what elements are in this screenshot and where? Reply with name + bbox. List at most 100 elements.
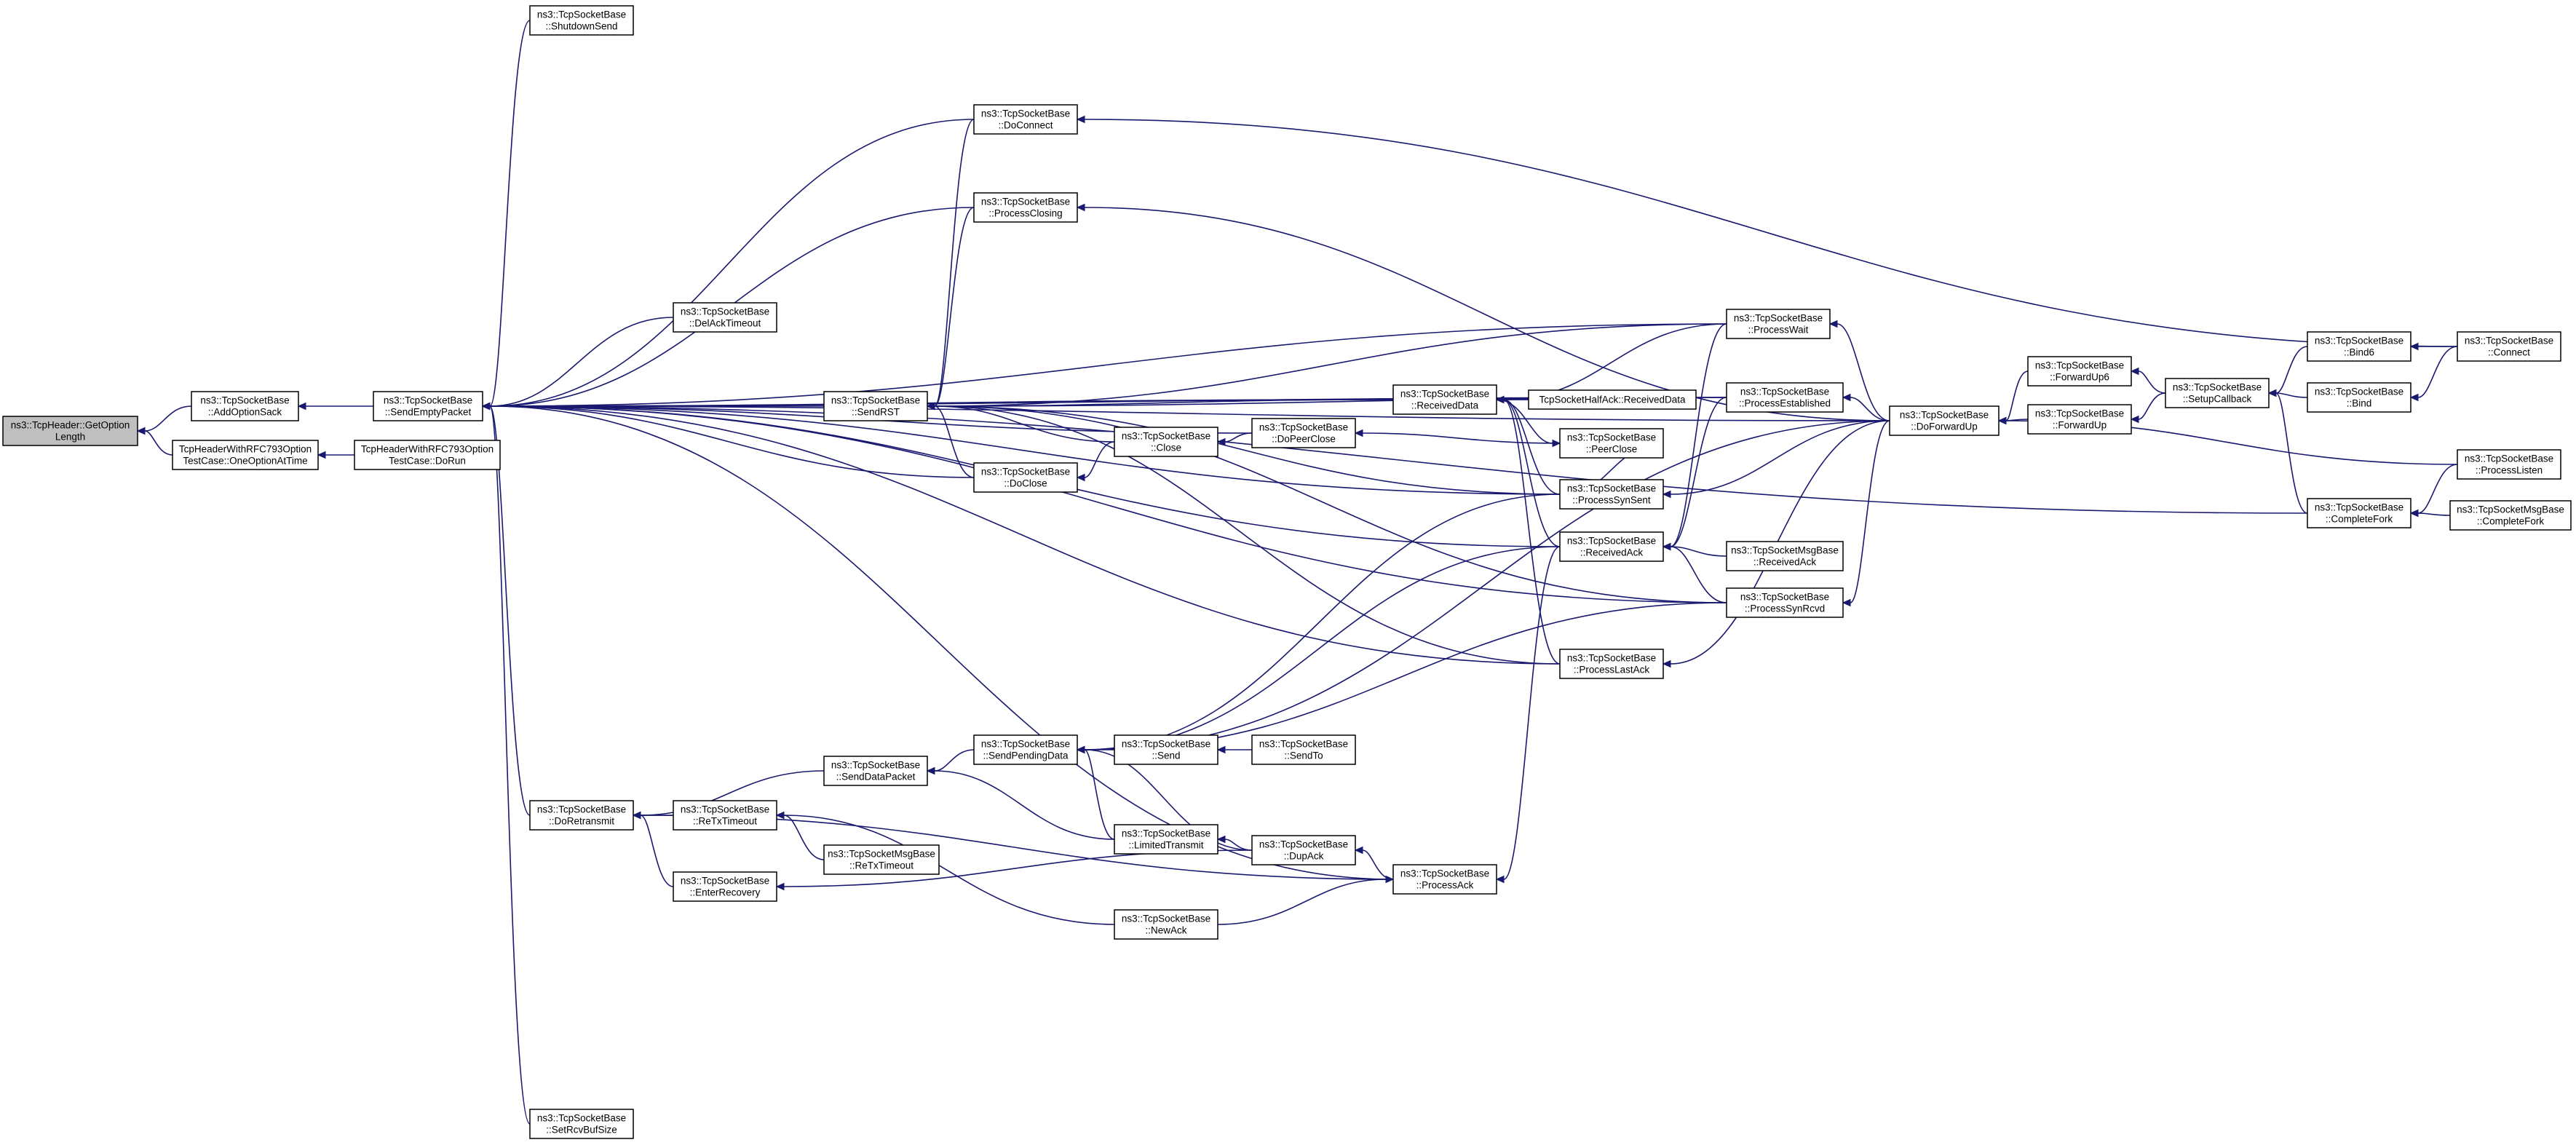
node-processwait[interactable]: ns3::TcpSocketBase::ProcessWait	[1726, 309, 1831, 339]
arrowhead-icon	[1997, 416, 2007, 425]
node-sendemptypacket[interactable]: ns3::TcpSocketBase::SendEmptyPacket	[373, 391, 483, 421]
node-newack[interactable]: ns3::TcpSocketBase::NewAck	[1114, 909, 1218, 940]
edge-line	[1670, 420, 1890, 495]
node-peerclose[interactable]: ns3::TcpSocketBase::PeerClose	[1559, 428, 1664, 459]
node-dataacktimeout[interactable]: ns3::TcpSocketBase::DelAckTimeout	[673, 302, 777, 333]
arrowhead-icon	[1495, 875, 1505, 884]
node-setrcvbufsize[interactable]: ns3::TcpSocketBase::SetRcvBufSize	[529, 1109, 634, 1139]
arrowhead-icon	[2130, 415, 2139, 424]
node-label-line: ::SendPendingData	[983, 750, 1069, 761]
node-bind[interactable]: ns3::TcpSocketBase::Bind	[2307, 382, 2411, 413]
node-doretransmit[interactable]: ns3::TcpSocketBase::DoRetransmit	[529, 800, 634, 831]
edge-limitedtransmit-to-sendpendingdata	[1076, 745, 1115, 840]
node-completefork[interactable]: ns3::TcpSocketBase::CompleteFork	[2307, 498, 2411, 528]
edge-line	[2417, 512, 2451, 516]
node-label-line: ::PeerClose	[1586, 443, 1638, 454]
edge-line	[2417, 346, 2458, 398]
node-label-line: ns3::TcpSocketBase	[2465, 453, 2553, 464]
node-box	[1528, 389, 1697, 410]
node-doforwardup[interactable]: ns3::TcpSocketBase::DoForwardUp	[1889, 405, 2000, 436]
node-box	[354, 440, 501, 470]
edge-limitedtransmit-to-senddatapacket	[926, 766, 1115, 840]
edge-line	[2275, 346, 2308, 394]
node-box	[1726, 587, 1844, 618]
node-label-line: ::CompleteFork	[2477, 515, 2545, 526]
node-label-line: ns3::TcpSocketBase	[384, 395, 472, 405]
node-sendrst[interactable]: ns3::TcpSocketBase::SendRST	[823, 391, 928, 421]
node-label-line: ::ReceivedAck	[1753, 556, 1817, 567]
node-processsynsent[interactable]: ns3::TcpSocketBase::ProcessSynSent	[1559, 479, 1664, 510]
edge-line	[2417, 464, 2458, 514]
arrowhead-icon	[775, 882, 785, 891]
node-processack[interactable]: ns3::TcpSocketBase::ProcessAck	[1392, 864, 1497, 895]
node-label-line: ns3::TcpSocketBase	[2465, 335, 2553, 346]
edge-setupcallback-to-forwardup6	[2130, 367, 2166, 394]
node-enterrecovery[interactable]: ns3::TcpSocketBase::EnterRecovery	[673, 871, 777, 902]
node-setupcallback[interactable]: ns3::TcpSocketBase::SetupCallback	[2165, 378, 2270, 408]
node-msg-receivedack[interactable]: ns3::TcpSocketMsgBase::ReceivedAck	[1726, 541, 1844, 571]
node-label-line: ns3::TcpSocketBase	[981, 738, 1070, 749]
node-forwardup6[interactable]: ns3::TcpSocketBase::ForwardUp6	[2027, 356, 2132, 387]
node-label-line: ::LimitedTransmit	[1128, 839, 1203, 850]
arrowhead-icon	[1828, 320, 1838, 328]
edge-doforwardup-to-sendpendingdata	[1076, 420, 1890, 754]
node-processestablished[interactable]: ns3::TcpSocketBase::ProcessEstablished	[1726, 382, 1844, 413]
node-shutdownsend[interactable]: ns3::TcpSocketBase::ShutdownSend	[529, 5, 634, 36]
edge-receivedack-to-sendpendingdata	[1076, 546, 1561, 754]
node-label-line: ::ForwardUp	[2053, 419, 2107, 430]
edge-line	[489, 317, 674, 407]
node-forwardup[interactable]: ns3::TcpSocketBase::ForwardUp	[2027, 404, 2132, 435]
edge-line	[2275, 392, 2308, 514]
node-box	[2307, 498, 2411, 528]
edge-line	[1084, 546, 1561, 750]
node-label-line: ::SetupCallback	[2183, 393, 2252, 404]
node-processclosing[interactable]: ns3::TcpSocketBase::ProcessClosing	[973, 192, 1078, 223]
edge-line	[783, 815, 825, 860]
node-sendpendingdata[interactable]: ns3::TcpSocketBase::SendPendingData	[973, 734, 1078, 765]
node-label-line: TestCase::DoRun	[389, 455, 466, 466]
node-label-line: ::ReceivedAck	[1580, 547, 1644, 558]
node-label-line: ::DoClose	[1004, 478, 1047, 488]
node-limitedtransmit[interactable]: ns3::TcpSocketBase::LimitedTransmit	[1114, 824, 1218, 855]
node-receivedack[interactable]: ns3::TcpSocketBase::ReceivedAck	[1559, 531, 1664, 562]
arrowhead-icon	[1354, 846, 1363, 855]
node-connect[interactable]: ns3::TcpSocketBase::Connect	[2457, 331, 2561, 362]
edge-processsynrcvd-to-sendemptypacket	[481, 402, 1727, 603]
edge-line	[1084, 441, 1115, 478]
node-doclose[interactable]: ns3::TcpSocketBase::DoClose	[973, 462, 1078, 493]
edge-line	[1850, 397, 1890, 421]
node-processsynrcvd[interactable]: ns3::TcpSocketBase::ProcessSynRcvd	[1726, 587, 1844, 618]
node-retxtimeout[interactable]: ns3::TcpSocketBase::ReTxTimeout	[673, 800, 777, 831]
node-msg-retxtimeout[interactable]: ns3::TcpSocketMsgBase::ReTxTimeout	[823, 844, 940, 875]
arrowhead-icon	[926, 402, 935, 411]
node-oneoptionattime[interactable]: TcpHeaderWithRFC793OptionTestCase::OneOp…	[172, 440, 319, 470]
node-processlastack[interactable]: ns3::TcpSocketBase::ProcessLastAck	[1559, 649, 1664, 679]
node-msg-completefork[interactable]: ns3::TcpSocketMsgBase::CompleteFork	[2449, 500, 2572, 531]
node-dupack[interactable]: ns3::TcpSocketBase::DupAck	[1251, 835, 1356, 865]
node-label-line: ::DelAckTimeout	[689, 317, 761, 328]
node-send[interactable]: ns3::TcpSocketBase::Send	[1114, 734, 1218, 765]
node-label-line: TestCase::OneOptionAtTime	[183, 455, 307, 466]
edge-line	[489, 405, 1561, 665]
node-halfack-receiveddata[interactable]: TcpSocketHalfAck::ReceivedData	[1528, 389, 1697, 410]
edge-newack-to-processack	[1217, 875, 1395, 925]
node-dopeerclose[interactable]: ns3::TcpSocketBase::DoPeerClose	[1251, 418, 1356, 448]
edge-line	[1670, 397, 1727, 547]
node-receiveddata[interactable]: ns3::TcpSocketBase::ReceivedData	[1392, 384, 1497, 415]
edge-processlastack-to-sendemptypacket	[481, 402, 1561, 665]
edge-line	[934, 405, 1561, 495]
node-addoptionsack[interactable]: ns3::TcpSocketBase::AddOptionSack	[191, 391, 299, 421]
node-bind6[interactable]: ns3::TcpSocketBase::Bind6	[2307, 331, 2411, 362]
edge-line	[640, 770, 825, 816]
node-senddatapacket[interactable]: ns3::TcpSocketBase::SendDataPacket	[823, 756, 928, 786]
node-close[interactable]: ns3::TcpSocketBase::Close	[1114, 427, 1218, 457]
node-doconnect[interactable]: ns3::TcpSocketBase::DoConnect	[973, 104, 1078, 135]
node-sendto[interactable]: ns3::TcpSocketBase::SendTo	[1251, 734, 1356, 765]
node-box	[1392, 864, 1497, 895]
node-label-line: ns3::TcpSocketMsgBase	[1731, 544, 1839, 555]
node-box	[1392, 384, 1497, 415]
node-processlisten[interactable]: ns3::TcpSocketBase::ProcessListen	[2457, 449, 2561, 480]
